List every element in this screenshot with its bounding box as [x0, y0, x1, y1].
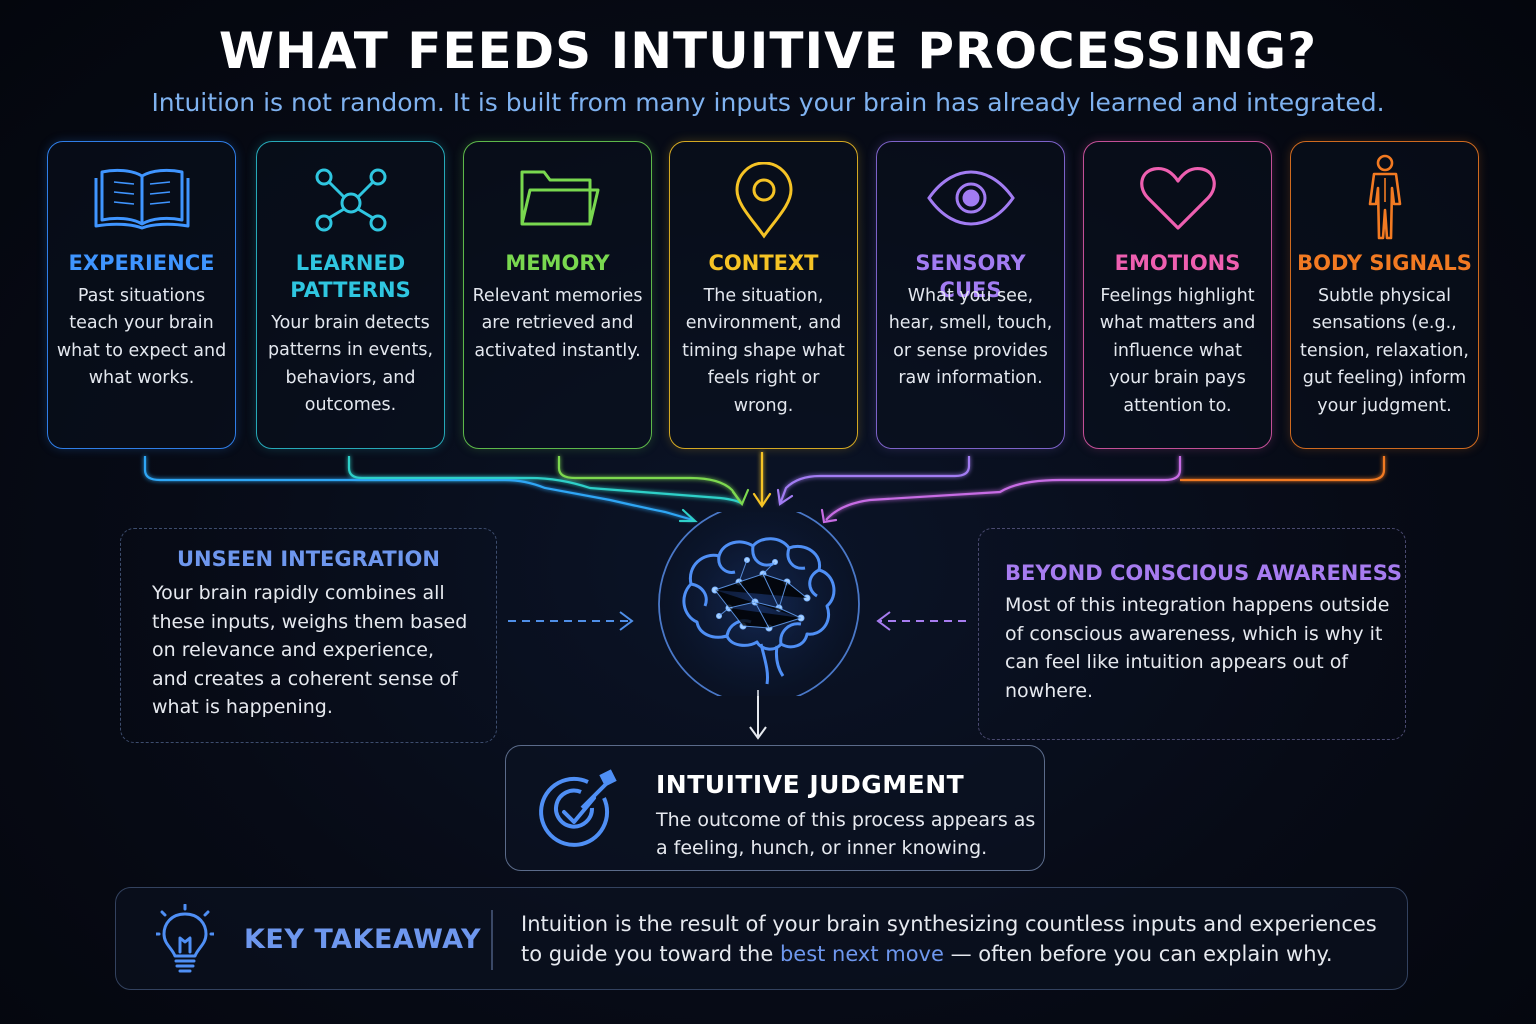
input-card-experience: EXPERIENCE Past situations teach your br… [47, 141, 236, 449]
folder-icon [464, 162, 651, 242]
wire-memory [557, 456, 743, 505]
card-body: What you see, hear, smell, touch, or sen… [888, 286, 1053, 389]
input-card-body-signals: BODY SIGNALS Subtle physical sensations … [1290, 141, 1479, 449]
arrowhead-3 [752, 492, 772, 508]
takeaway-text-start: Intuition is the result of your brain sy… [521, 912, 1377, 966]
input-card-learned-patterns: LEARNED PATTERNS Your brain detects patt… [256, 141, 445, 449]
takeaway-text-end: — often before you can explain why. [943, 942, 1333, 966]
brain-icon [658, 503, 860, 705]
intuitive-judgment-box: INTUITIVE JUDGMENT The outcome of this p… [505, 745, 1045, 871]
unseen-integration-box: UNSEEN INTEGRATION Your brain rapidly co… [120, 528, 497, 743]
arrowhead-2 [731, 488, 750, 507]
card-body: Subtle physical sensations (e.g., tensio… [1300, 286, 1469, 416]
wire-emotions [825, 456, 1182, 521]
unseen-integration-body: Your brain rapidly combines all these in… [152, 582, 468, 719]
card-body: Past situations teach your brain what to… [56, 286, 227, 389]
page-title: WHAT FEEDS INTUITIVE PROCESSING? [218, 22, 1318, 80]
lightbulb-icon [156, 904, 214, 973]
card-title: EMOTIONS [1114, 251, 1241, 275]
intuitive-judgment-title: INTUITIVE JUDGMENT [656, 770, 965, 799]
wire-sensory [778, 456, 971, 505]
card-body: Relevant memories are retrieved and acti… [472, 286, 643, 361]
key-takeaway-title: KEY TAKEAWAY [244, 924, 482, 955]
wire-experience [143, 456, 694, 522]
brain-hub [657, 503, 861, 705]
card-title: MEMORY [505, 251, 610, 275]
arrowhead-5 [820, 508, 838, 524]
input-card-memory: MEMORY Relevant memories are retrieved a… [463, 141, 652, 449]
card-title: LEARNED PATTERNS [290, 251, 411, 302]
input-card-context: CONTEXT The situation, environment, and … [669, 141, 858, 449]
open-book-icon [48, 162, 235, 242]
beyond-awareness-body: Most of this integration happens outside… [1005, 594, 1390, 702]
page-subtitle: Intuition is not random. It is built fro… [151, 88, 1385, 117]
heart-icon [1084, 162, 1271, 242]
card-title: SENSORY CUES [915, 251, 1026, 302]
human-figure-icon [1291, 154, 1478, 240]
key-takeaway-box: KEY TAKEAWAY Intuition is the result of … [115, 887, 1408, 990]
card-body: Feelings highlight what matters and infl… [1099, 286, 1256, 416]
target-arrow-icon [539, 769, 617, 847]
card-body: The situation, environment, and timing s… [682, 286, 845, 416]
beyond-awareness-title: BEYOND CONSCIOUS AWARENESS [1005, 561, 1403, 585]
input-card-sensory-cues: SENSORY CUES What you see, hear, smell, … [876, 141, 1065, 449]
unseen-integration-title: UNSEEN INTEGRATION [177, 547, 440, 571]
key-takeaway-body: Intuition is the result of your brain sy… [521, 909, 1391, 969]
wire-body [1180, 456, 1386, 482]
wire-patterns [347, 456, 743, 505]
takeaway-highlight: best next move [779, 942, 944, 966]
intuitive-judgment-body: The outcome of this process appears as a… [656, 809, 1036, 859]
input-card-emotions: EMOTIONS Feelings highlight what matters… [1083, 141, 1272, 449]
arrowhead-4 [776, 488, 794, 506]
beyond-awareness-box: BEYOND CONSCIOUS AWARENESS Most of this … [978, 528, 1406, 740]
takeaway-divider [491, 910, 493, 970]
arrowhead-1 [678, 508, 698, 523]
network-nodes-icon [257, 162, 444, 242]
card-title: EXPERIENCE [68, 251, 215, 275]
location-pin-icon [670, 162, 857, 242]
eye-icon [877, 162, 1064, 242]
card-body: Your brain detects patterns in events, b… [267, 313, 434, 416]
card-title: CONTEXT [708, 251, 819, 275]
card-title: BODY SIGNALS [1297, 251, 1472, 275]
